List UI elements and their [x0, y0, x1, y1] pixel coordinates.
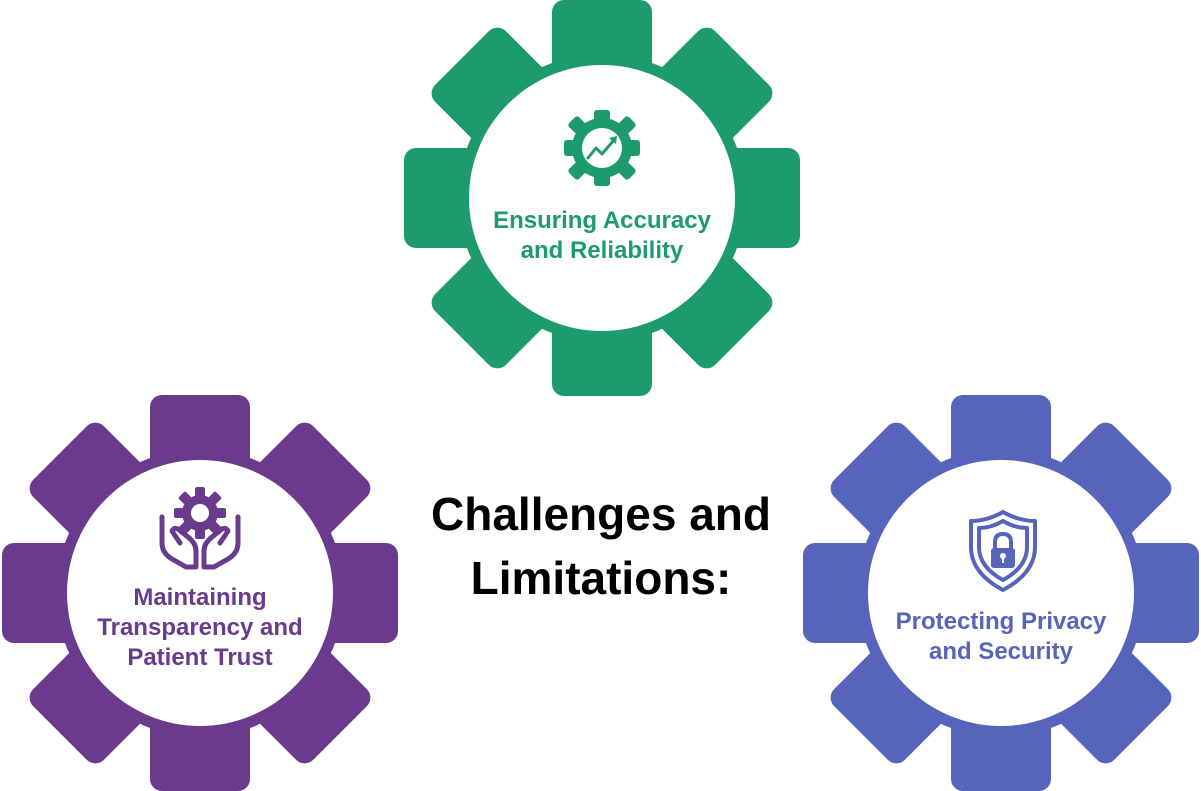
gear-shape-accuracy — [404, 0, 800, 396]
gear-privacy: Protecting Privacy and Security — [801, 395, 1201, 791]
gear-label-transparency: Maintaining Transparency and Patient Tru… — [80, 583, 320, 673]
gear-label-line: Protecting Privacy — [895, 608, 1107, 635]
hands-gear-icon — [159, 487, 241, 570]
diagram-title-line: Challenges and — [431, 488, 771, 540]
gear-label-line: Patient Trust — [127, 644, 273, 671]
gear-label-line: and Security — [928, 638, 1074, 665]
gear-shape-transparency — [2, 395, 398, 791]
gear-accuracy: Ensuring Accuracy and Reliability — [402, 0, 802, 396]
gear-label-line: Transparency and — [97, 614, 303, 641]
diagram-title-line: Limitations: — [470, 552, 732, 604]
gear-label-line: Maintaining — [133, 584, 267, 611]
diagram-title: Challenges and Limitations: — [400, 482, 802, 610]
gear-shape-privacy — [803, 395, 1199, 791]
gear-label-line: and Reliability — [520, 237, 684, 264]
shield-lock-icon — [969, 510, 1037, 592]
gear-label-privacy: Protecting Privacy and Security — [861, 607, 1141, 667]
gear-label-accuracy: Ensuring Accuracy and Reliability — [462, 206, 742, 266]
gear-label-line: Ensuring Accuracy — [493, 207, 711, 234]
gear-trend-arrow-icon — [564, 110, 640, 186]
gear-transparency: Maintaining Transparency and Patient Tru… — [0, 395, 400, 791]
